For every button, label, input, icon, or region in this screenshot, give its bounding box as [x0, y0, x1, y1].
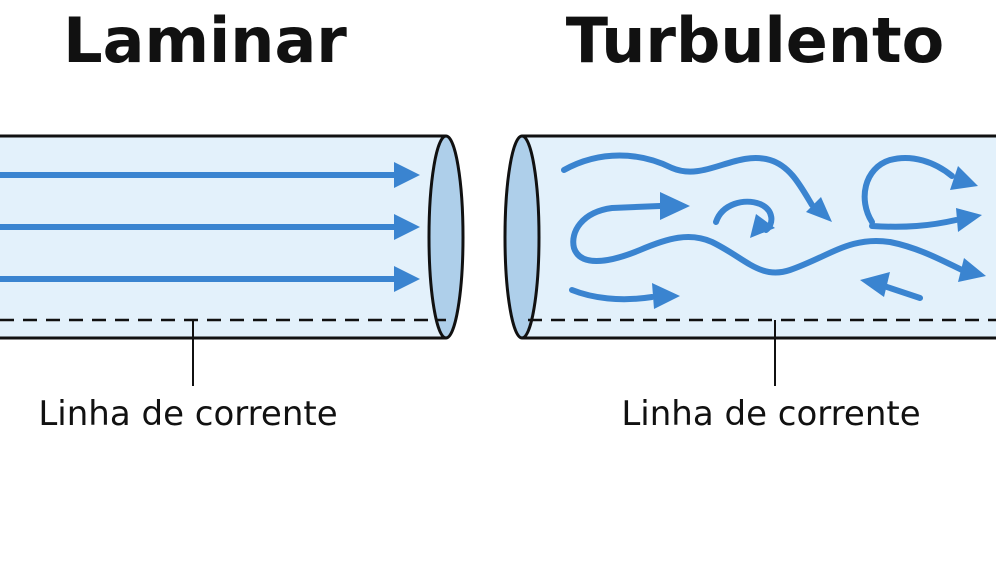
laminar-pipe-body [0, 136, 446, 338]
turbulent-arrow-right-mid [869, 208, 982, 232]
laminar-pipe-end [427, 134, 465, 340]
turbulent-arrow-swirl [713, 198, 775, 238]
laminar-pipe [0, 134, 465, 340]
turbulent-pipe-body [522, 136, 996, 338]
turbulent-panel: Turbulento [503, 4, 996, 434]
turbulent-arrow-backward [860, 272, 923, 301]
turbulent-flow-arrows [561, 152, 986, 309]
turbulent-arrow-right-hook [861, 154, 978, 225]
laminar-flow-arrows [0, 162, 420, 292]
turbulent-pipe [503, 134, 996, 340]
laminar-panel: Laminar Linha de corrente [0, 4, 465, 434]
laminar-arrow-3 [0, 266, 420, 292]
turbulent-arrow-bottom [569, 283, 680, 309]
turbulent-title: Turbulento [566, 4, 944, 77]
turbulent-arrow-top-wave [561, 152, 832, 222]
laminar-arrow-2 [0, 214, 420, 240]
laminar-streamline-label: Linha de corrente [38, 394, 337, 434]
laminar-title: Laminar [63, 4, 347, 77]
turbulent-arrow-left-loop [570, 192, 986, 282]
laminar-arrow-1 [0, 162, 420, 188]
turbulent-pipe-inlet [503, 134, 541, 340]
turbulent-streamline-label: Linha de corrente [621, 394, 920, 434]
